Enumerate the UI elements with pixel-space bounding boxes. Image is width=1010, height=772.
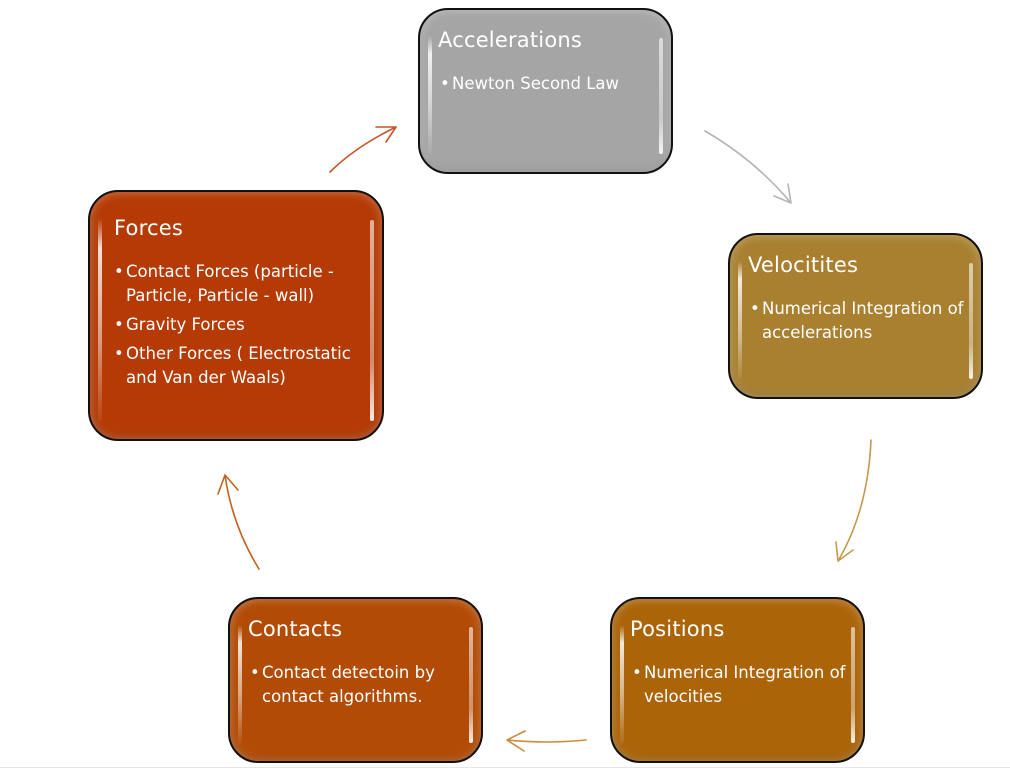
bullet-text: Contact detectoin by contact algorithms. (262, 663, 435, 706)
bullet-item: •Numerical Integration of accelerations (750, 297, 978, 345)
node-forces: Forces •Contact Forces (particle - Parti… (88, 190, 384, 441)
bullet-item: •Other Forces ( Electrostatic and Van de… (114, 342, 369, 390)
bullet-icon: • (114, 262, 124, 281)
bullet-text: Contact Forces (particle - Particle, Par… (126, 262, 334, 305)
bullet-item: •Newton Second Law (440, 72, 665, 96)
bullet-icon: • (440, 74, 450, 93)
arrow-contacts-to-forces (217, 474, 260, 570)
bullet-icon: • (114, 344, 124, 363)
node-bullets: •Newton Second Law (440, 72, 665, 101)
node-bullets: •Contact Forces (particle - Particle, Pa… (114, 260, 369, 395)
bullet-text: Numerical Integration of velocities (644, 663, 846, 706)
bullet-item: •Numerical Integration of velocities (632, 661, 860, 709)
bullet-text: Newton Second Law (452, 74, 620, 93)
bullet-icon: • (632, 663, 642, 682)
node-velocities: Velocitites •Numerical Integration of ac… (728, 233, 983, 399)
node-positions: Positions •Numerical Integration of velo… (610, 597, 865, 763)
node-title: Forces (114, 216, 183, 240)
node-contacts: Contacts •Contact detectoin by contact a… (228, 597, 483, 763)
bullet-text: Gravity Forces (126, 315, 245, 334)
node-title: Accelerations (438, 28, 583, 52)
bottom-divider (0, 767, 1010, 768)
node-bullets: •Numerical Integration of accelerations (750, 297, 978, 350)
arrow-accelerations-to-velocities (704, 130, 792, 204)
bullet-text: Numerical Integration of accelerations (762, 299, 964, 342)
bullet-item: •Gravity Forces (114, 313, 369, 337)
node-bullets: •Contact detectoin by contact algorithms… (250, 661, 472, 714)
node-accelerations: Accelerations •Newton Second Law (418, 8, 673, 174)
node-title: Velocitites (748, 253, 859, 277)
bullet-icon: • (114, 315, 124, 334)
bullet-icon: • (750, 299, 760, 318)
arrow-forces-to-accelerations (329, 126, 397, 173)
bullet-item: •Contact detectoin by contact algorithms… (250, 661, 472, 709)
bullet-item: •Contact Forces (particle - Particle, Pa… (114, 260, 369, 308)
bullet-icon: • (250, 663, 260, 682)
arrow-positions-to-contacts (506, 730, 587, 752)
node-bullets: •Numerical Integration of velocities (632, 661, 860, 714)
arrow-velocities-to-positions (835, 439, 872, 562)
node-title: Positions (630, 617, 725, 641)
bullet-text: Other Forces ( Electrostatic and Van der… (126, 344, 351, 387)
node-title: Contacts (248, 617, 343, 641)
